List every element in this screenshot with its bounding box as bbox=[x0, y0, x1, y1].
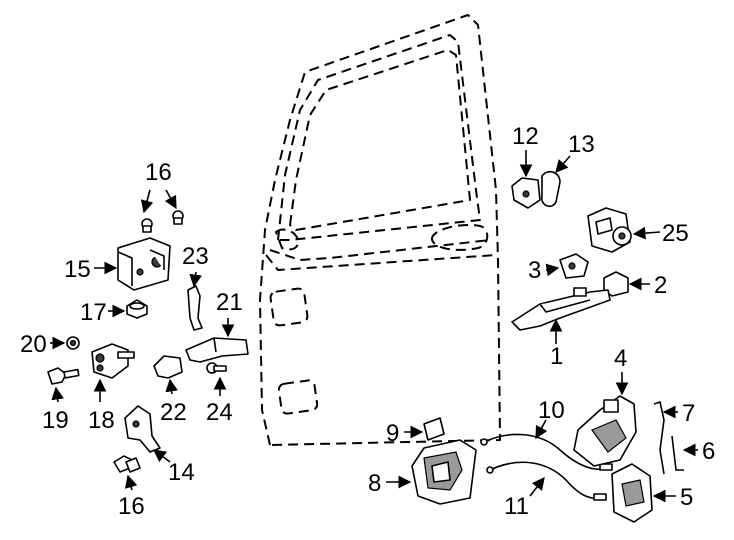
bolt-19 bbox=[47, 367, 80, 385]
callout-2: 2 bbox=[654, 272, 667, 299]
callout-14: 14 bbox=[168, 459, 195, 486]
callout-8: 8 bbox=[368, 470, 381, 497]
leader-lines bbox=[50, 150, 698, 503]
rod-7 bbox=[653, 400, 665, 475]
hinge-15 bbox=[117, 237, 171, 291]
pin-24 bbox=[206, 362, 227, 374]
callout-16-bottom: 16 bbox=[118, 493, 145, 520]
rod-6 bbox=[671, 435, 684, 471]
callout-9: 9 bbox=[386, 420, 399, 447]
outside-handle-1 bbox=[511, 287, 611, 331]
check-bracket-18 bbox=[91, 343, 135, 379]
callout-3: 3 bbox=[528, 257, 541, 284]
lock-cylinder-25 bbox=[587, 207, 632, 253]
door-outline bbox=[259, 14, 501, 446]
callout-15: 15 bbox=[64, 256, 91, 283]
bezel-3 bbox=[559, 253, 589, 279]
callout-21: 21 bbox=[216, 289, 243, 316]
bracket-14 bbox=[124, 405, 161, 453]
latch-4 bbox=[573, 395, 637, 467]
bracket-21 bbox=[185, 337, 249, 363]
callout-22: 22 bbox=[160, 399, 187, 426]
callout-25: 25 bbox=[662, 220, 689, 247]
callout-23: 23 bbox=[182, 243, 209, 270]
inside-handle-8 bbox=[411, 439, 477, 505]
callout-labels: 16 15 17 20 19 18 14 16 23 21 22 24 12 1… bbox=[20, 123, 715, 520]
bolt-20 bbox=[66, 336, 80, 350]
callout-19: 19 bbox=[42, 407, 69, 434]
callout-24: 24 bbox=[206, 399, 233, 426]
striker-12 bbox=[511, 177, 541, 209]
callout-4: 4 bbox=[614, 345, 627, 372]
pad-9 bbox=[423, 417, 445, 441]
bolt-16-bottom bbox=[113, 455, 141, 473]
clip-23 bbox=[187, 285, 203, 331]
cable-11 bbox=[486, 461, 607, 501]
callout-12: 12 bbox=[512, 123, 539, 150]
clip-22 bbox=[153, 355, 183, 379]
callout-7: 7 bbox=[682, 400, 695, 427]
callout-16-top: 16 bbox=[145, 159, 172, 186]
nut-17 bbox=[126, 299, 148, 319]
callout-1: 1 bbox=[550, 343, 563, 370]
callout-13: 13 bbox=[568, 131, 595, 158]
callout-6: 6 bbox=[702, 438, 715, 465]
bolt-pair-16-top bbox=[141, 210, 184, 233]
latch-5 bbox=[611, 463, 653, 523]
callout-18: 18 bbox=[88, 407, 115, 434]
callout-20: 20 bbox=[20, 331, 47, 358]
callout-5: 5 bbox=[680, 484, 693, 511]
callout-17: 17 bbox=[80, 299, 107, 326]
seal-13 bbox=[541, 170, 561, 208]
cable-10 bbox=[480, 433, 613, 471]
callout-11: 11 bbox=[504, 493, 529, 520]
callout-10: 10 bbox=[538, 397, 565, 424]
